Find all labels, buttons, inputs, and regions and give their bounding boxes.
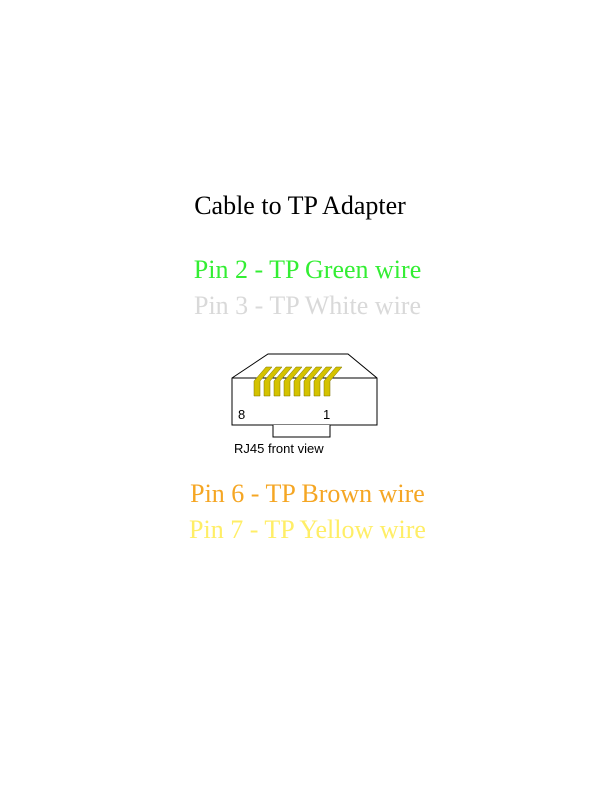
contact-pin-5 (283, 366, 303, 397)
pin-2-label: Pin 2 - TP Green wire (193, 255, 422, 284)
contact-pin-2 (313, 366, 333, 397)
diagram-title: Cable to TP Adapter (194, 191, 406, 220)
contact-pin-3 (303, 366, 323, 397)
pin-8-number: 8 (238, 407, 246, 422)
pin-3-label: Pin 3 - TP White wire (193, 291, 421, 320)
contact-pin-4 (293, 366, 313, 397)
pin-7-label: Pin 7 - TP Yellow wire (189, 515, 426, 544)
connector-caption: RJ45 front view (234, 441, 324, 456)
contact-pin-6 (273, 366, 293, 397)
pin-6-label: Pin 6 - TP Brown wire (190, 479, 425, 508)
contact-pin-7 (263, 366, 283, 397)
pin-1-number: 1 (323, 407, 331, 422)
contact-pin-8 (253, 366, 273, 397)
contact-pin-1 (323, 366, 343, 397)
connector-contacts (253, 366, 343, 397)
connector-latch (272, 425, 331, 438)
